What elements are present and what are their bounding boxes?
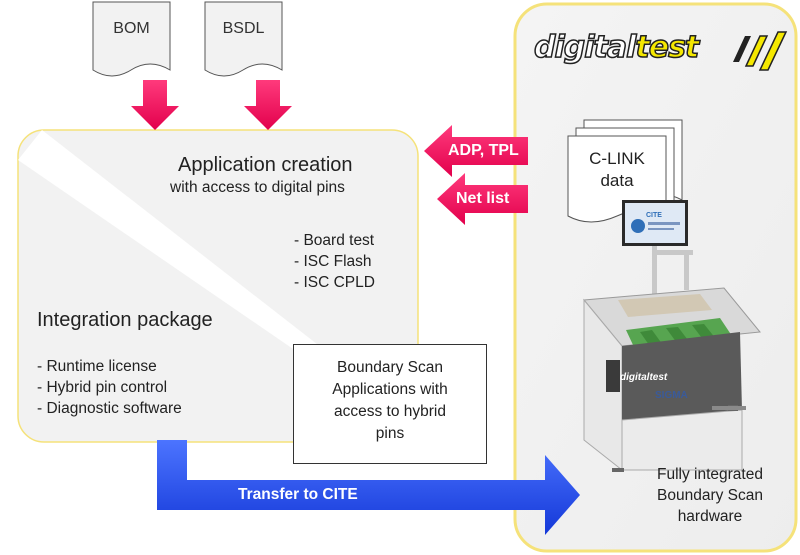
digitaltest-logo-mark: [733, 31, 788, 71]
logo-part-test: test: [635, 29, 700, 66]
digitaltest-logo: digitaltest: [533, 29, 700, 66]
bsdl-arrow: [244, 80, 292, 130]
bsdl-document: [204, 1, 283, 77]
panel-logo-label: digitaltest: [620, 372, 668, 383]
hardware-line: Fully integrated: [657, 466, 763, 483]
net-list-label: Net list: [456, 190, 510, 207]
list-item: - Runtime license: [37, 358, 157, 375]
integration-items: - Runtime license - Hybrid pin control -…: [37, 356, 182, 419]
list-item: - Hybrid pin control: [37, 379, 168, 396]
clink-line: data: [600, 171, 634, 190]
bsdl-label: BSDL: [222, 20, 265, 37]
adp-tpl-label: ADP, TPL: [448, 142, 519, 159]
net-list-arrow: [437, 173, 528, 225]
box-line: pins: [375, 425, 405, 442]
application-items: - Board test - ISC Flash - ISC CPLD: [294, 230, 375, 293]
bom-arrow: [131, 80, 179, 130]
logo-part-digital: digital: [533, 29, 637, 66]
list-item: - ISC CPLD: [294, 274, 375, 291]
transfer-label: Transfer to CITE: [238, 486, 358, 503]
list-item: - ISC Flash: [294, 253, 372, 270]
boundary-scan-box: Boundary Scan Applications with access t…: [293, 344, 487, 464]
bom-label: BOM: [113, 20, 150, 37]
application-subtitle: with access to digital pins: [170, 179, 345, 196]
hardware-label: Fully integrated Boundary Scan hardware: [630, 464, 790, 527]
integration-title: Integration package: [37, 309, 213, 331]
hardware-line: Boundary Scan: [657, 487, 763, 504]
bom-document: [92, 1, 171, 77]
adp-tpl-arrow: [424, 125, 528, 177]
test-system-illustration: [583, 200, 761, 472]
clink-label: C-LINK data: [568, 148, 666, 192]
box-line: access to hybrid: [334, 403, 446, 420]
diagonal-divider: [18, 130, 340, 362]
list-item: - Diagnostic software: [37, 400, 182, 417]
clink-line: C-LINK: [589, 149, 645, 168]
monitor-brand-label: CITE: [646, 212, 662, 219]
model-label: SIGMA: [655, 390, 688, 401]
application-title: Application creation: [178, 154, 353, 176]
list-item: - Board test: [294, 232, 375, 249]
box-line: Applications with: [332, 381, 448, 398]
transfer-arrow: [157, 440, 580, 535]
hardware-line: hardware: [677, 508, 743, 525]
box-line: Boundary Scan: [337, 359, 443, 376]
